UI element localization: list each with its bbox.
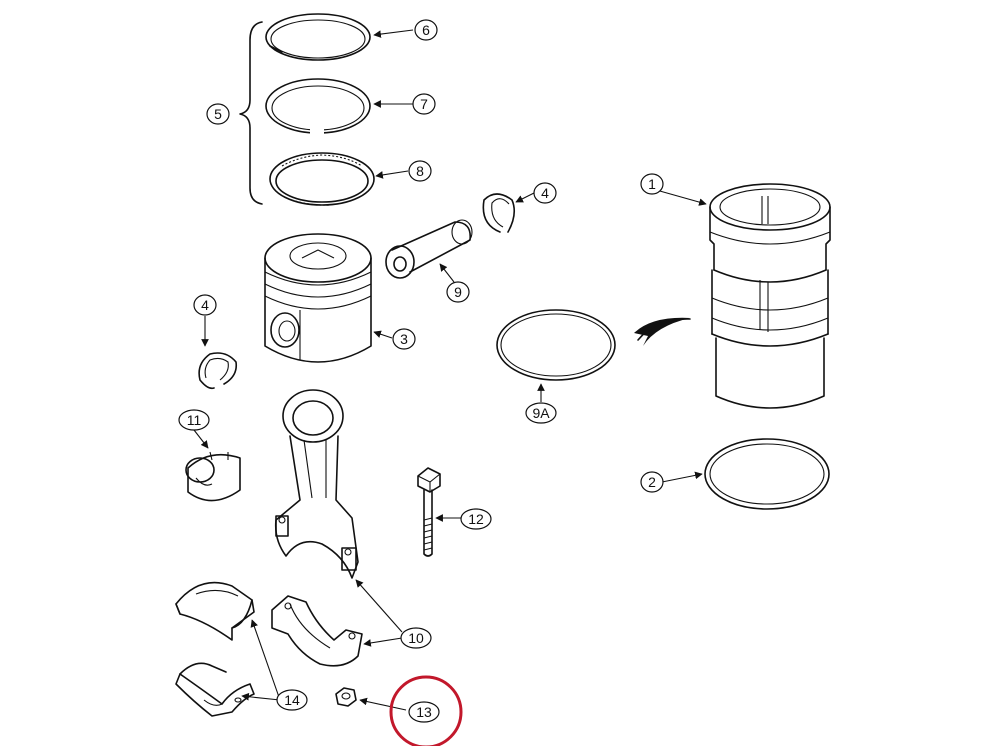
svg-text:4: 4 <box>541 185 549 201</box>
callout-2: 2 <box>640 471 664 493</box>
callout-9: 9 <box>446 281 470 303</box>
callout-13: 13 <box>408 701 440 723</box>
callout-8: 8 <box>408 160 432 182</box>
piston-ring-middle <box>265 78 371 137</box>
svg-text:1: 1 <box>648 176 656 192</box>
o-ring-9a <box>496 309 616 381</box>
snap-ring-left <box>198 352 238 390</box>
piston-pin <box>385 219 473 279</box>
nut <box>335 687 357 707</box>
piston <box>264 233 372 363</box>
highlight-circle <box>389 675 463 746</box>
piston-ring-oil <box>269 152 375 206</box>
svg-text:11: 11 <box>187 412 202 428</box>
svg-text:13: 13 <box>416 704 432 720</box>
callout-14: 14 <box>276 689 308 711</box>
svg-text:7: 7 <box>420 96 428 112</box>
leader-lines <box>193 29 707 711</box>
svg-text:2: 2 <box>648 474 656 490</box>
callout-11: 11 <box>178 409 210 431</box>
callout-6: 6 <box>414 19 438 41</box>
callout-3: 3 <box>392 328 416 350</box>
svg-text:6: 6 <box>422 22 430 38</box>
connecting-rod-bushing <box>185 451 241 502</box>
bearing-shell-upper <box>175 581 255 641</box>
svg-text:9: 9 <box>454 284 462 300</box>
callout-10: 10 <box>400 627 432 649</box>
svg-text:4: 4 <box>201 297 209 313</box>
connecting-rod-cap <box>271 595 363 667</box>
svg-text:5: 5 <box>214 106 222 122</box>
svg-text:12: 12 <box>468 511 484 527</box>
svg-text:14: 14 <box>284 692 300 708</box>
install-direction-arrow <box>634 317 690 346</box>
svg-text:9A: 9A <box>532 405 550 421</box>
callout-4-upper: 4 <box>533 182 557 204</box>
svg-text:3: 3 <box>400 331 408 347</box>
connecting-rod <box>274 389 359 579</box>
callout-7: 7 <box>412 93 436 115</box>
callout-1: 1 <box>640 173 664 195</box>
callout-5: 5 <box>206 103 230 125</box>
piston-ring-top <box>265 13 371 61</box>
snap-ring-upper <box>482 193 516 233</box>
svg-text:10: 10 <box>408 630 424 646</box>
callout-12: 12 <box>460 508 492 530</box>
callout-9a: 9A <box>525 402 557 424</box>
o-ring-lower <box>704 438 830 510</box>
cylinder-liner <box>709 183 831 409</box>
callout-4-left: 4 <box>193 294 217 316</box>
bearing-shell-lower <box>175 662 255 717</box>
svg-text:8: 8 <box>416 163 424 179</box>
ring-set-bracket <box>239 21 263 205</box>
connecting-rod-bolt <box>417 467 441 557</box>
